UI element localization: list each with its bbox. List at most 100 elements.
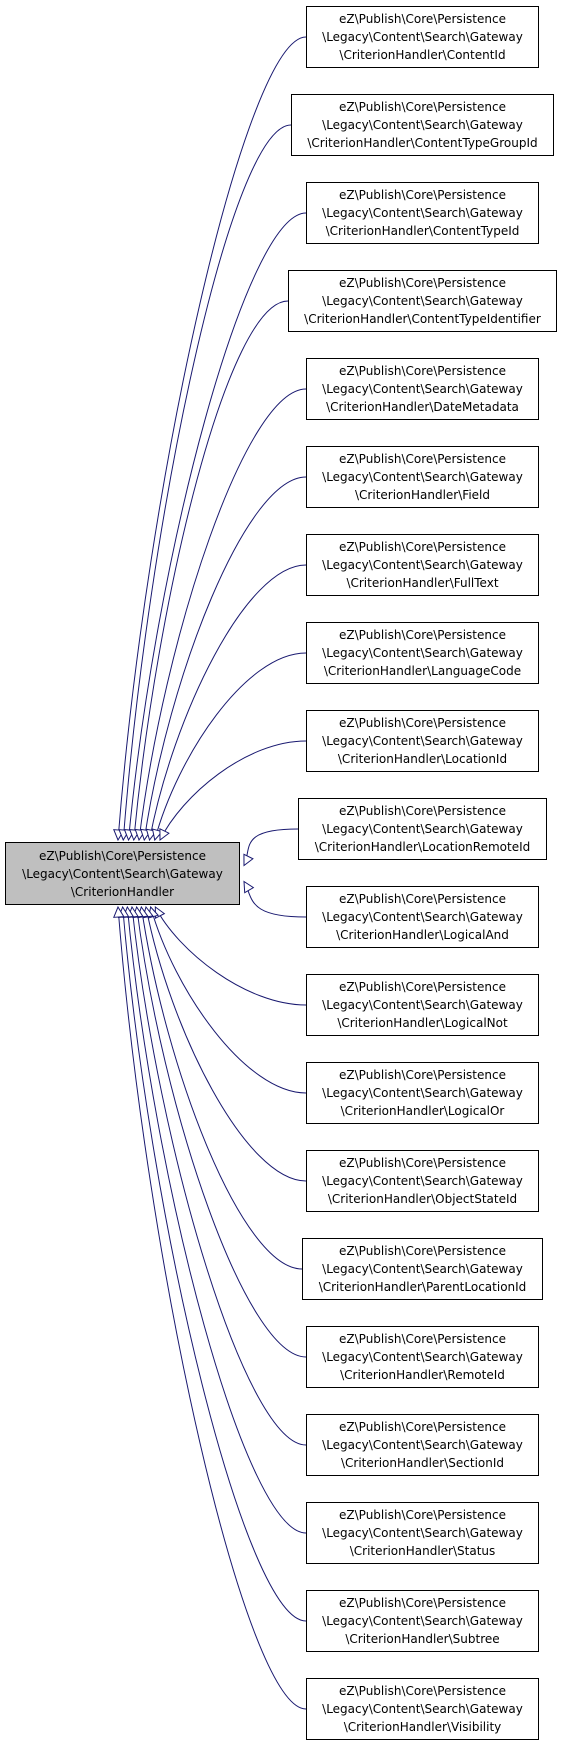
class-label-line-1: eZ\Publish\Core\Persistence (339, 364, 506, 378)
class-label-line-3: \CriterionHandler\LogicalAnd (336, 928, 509, 942)
class-label-line-2: \Legacy\Content\Search\Gateway (322, 1614, 523, 1628)
inheritance-edge (133, 300, 289, 841)
class-label-line-3: \CriterionHandler\LogicalNot (337, 1016, 508, 1030)
class-node-visibility[interactable]: eZ\Publish\Core\Persistence \Legacy\Conte… (306, 1678, 539, 1740)
class-label-line-2: \Legacy\Content\Search\Gateway (322, 998, 523, 1012)
class-label-line-3: \CriterionHandler\ParentLocationId (318, 1280, 527, 1294)
class-label-line-3: \CriterionHandler\ContentTypeIdentifier (304, 312, 541, 326)
class-label-line-1: eZ\Publish\Core\Persistence (339, 1420, 506, 1434)
class-label-line-1: eZ\Publish\Core\Persistence (339, 716, 506, 730)
class-node-content-id[interactable]: eZ\Publish\Core\Persistence \Legacy\Conte… (306, 6, 539, 68)
class-node-logical-or[interactable]: eZ\Publish\Core\Persistence \Legacy\Conte… (306, 1062, 539, 1124)
class-label-line-1: eZ\Publish\Core\Persistence (339, 452, 506, 466)
inheritance-arrowhead (159, 828, 170, 842)
class-label-line-1: eZ\Publish\Core\Persistence (339, 980, 506, 994)
class-node-parent-location-id[interactable]: eZ\Publish\Core\Persistence \Legacy\Conte… (302, 1238, 543, 1300)
class-node-location-id[interactable]: eZ\Publish\Core\Persistence\Legacy\Conte… (306, 710, 539, 772)
class-label-line-2: \Legacy\Content\Search\Gateway (322, 1262, 523, 1276)
class-label-line-2: \Legacy\Content\Search\Gateway (322, 1702, 523, 1716)
class-node-content-type-identifier[interactable]: eZ\Publish\Core\Persistence \Legacy\Conte… (288, 270, 557, 332)
class-label-line-2: \Legacy\Content\Search\Gateway (322, 206, 523, 220)
inheritance-arrowhead (243, 880, 255, 894)
class-label-line-3: \CriterionHandler\DateMetadata (326, 400, 519, 414)
class-label-line-3: \CriterionHandler\Status (349, 1544, 496, 1558)
class-label-line-1: eZ\Publish\Core\Persistence (339, 628, 506, 642)
inheritance-edge (154, 906, 307, 1006)
class-node-remote-id[interactable]: eZ\Publish\Core\Persistence \Legacy\Conte… (306, 1326, 539, 1388)
class-node-date-metadata[interactable]: eZ\Publish\Core\Persistence \Legacy\Conte… (306, 358, 539, 420)
class-label-line-2: \Legacy\Content\Search\Gateway (322, 118, 523, 132)
inheritance-edge (122, 124, 292, 841)
inheritance-edge (149, 564, 307, 841)
class-label-line-3: \CriterionHandler\LocationRemoteId (314, 840, 531, 854)
class-label-line-1: eZ\Publish\Core\Persistence (339, 1156, 506, 1170)
class-label-line-2: \Legacy\Content\Search\Gateway (322, 558, 523, 572)
class-label-line-1: eZ\Publish\Core\Persistence (339, 1596, 506, 1610)
class-label-line-2: \Legacy\Content\Search\Gateway (322, 822, 523, 836)
class-node-logical-and[interactable]: eZ\Publish\Core\Persistence \Legacy\Conte… (306, 886, 539, 948)
class-label-line-2: \Legacy\Content\Search\Gateway (322, 646, 523, 660)
class-label-line-2: \Legacy\Content\Search\Gateway (322, 30, 523, 44)
inheritance-edge (243, 881, 307, 918)
class-label-line-2: \Legacy\Content\Search\Gateway (322, 470, 523, 484)
inheritance-edge (136, 906, 307, 1358)
class-node-location-remote-id[interactable]: eZ\Publish\Core\Persistence \Legacy\Conte… (298, 798, 547, 860)
class-label-line-1: eZ\Publish\Core\Persistence (339, 892, 506, 906)
class-label-line-3: \CriterionHandler\FullText (346, 576, 499, 590)
inheritance-edge (154, 652, 307, 841)
inheritance-edge (128, 212, 307, 841)
class-node-language-code[interactable]: eZ\Publish\Core\Persistence \Legacy\Conte… (306, 622, 539, 684)
class-label-line-1: eZ\Publish\Core\Persistence (339, 188, 506, 202)
class-node-full-text[interactable]: eZ\Publish\Core\Persistence \Legacy\Conte… (306, 534, 539, 596)
class-node-section-id[interactable]: eZ\Publish\Core\Persistence \Legacy\Conte… (306, 1414, 539, 1476)
inheritance-edge (126, 906, 307, 1534)
class-label-line-1: eZ\Publish\Core\Persistence (339, 12, 506, 26)
class-label-line-2: \Legacy\Content\Search\Gateway (322, 294, 523, 308)
class-label-line-2: \Legacy\Content\Search\Gateway (322, 1526, 523, 1540)
class-node-content-type-id[interactable]: eZ\Publish\Core\Persistence \Legacy\Conte… (306, 182, 539, 244)
class-label-line-3: \CriterionHandler\ObjectStateId (327, 1192, 518, 1206)
inheritance-edge (145, 906, 307, 1182)
class-label-line-1: eZ\Publish\Core\Persistence (339, 1684, 506, 1698)
class-label-line-3: \CriterionHandler\Subtree (345, 1632, 500, 1646)
class-label-line-2: \Legacy\Content\Search\Gateway (322, 910, 523, 924)
inheritance-arrowhead (113, 905, 125, 918)
class-node-status[interactable]: eZ\Publish\Core\Persistence\Legacy\Conte… (306, 1502, 539, 1564)
class-label-line-2: \Legacy\Content\Search\Gateway (322, 1438, 523, 1452)
class-label-line-1: eZ\Publish\Core\Persistence (339, 540, 506, 554)
inheritance-edge (143, 476, 307, 841)
class-node-subtree[interactable]: eZ\Publish\Core\Persistence \Legacy\Conte… (306, 1590, 539, 1652)
class-label-line-3: \CriterionHandler\ContentId (339, 48, 506, 62)
class-label-line-2: \Legacy\Content\Search\Gateway (322, 1350, 523, 1364)
class-label-line-1: eZ\Publish\Core\Persistence (339, 1332, 506, 1346)
class-label-line-2: \Legacy\Content\Search\Gateway (322, 1086, 523, 1100)
class-label-line-1: eZ\Publish\Core\Persistence (339, 100, 506, 114)
inheritance-edge (243, 828, 299, 866)
class-label-line-1: eZ\Publish\Core\Persistence (339, 804, 506, 818)
inheritance-edge (138, 388, 307, 841)
inheritance-edge (122, 906, 307, 1622)
class-label-line-3: \CriterionHandler\Visibility (343, 1720, 502, 1734)
class-node-field[interactable]: eZ\Publish\Core\Persistence \Legacy\Conte… (306, 446, 539, 508)
class-label-line-1: eZ\Publish\Core\Persistence (339, 1068, 506, 1082)
inheritance-edge (140, 906, 303, 1270)
class-node-content-type-group-id[interactable]: eZ\Publish\Core\Persistence \Legacy\Conte… (291, 94, 554, 156)
class-label-line-3: \CriterionHandler\SectionId (340, 1456, 505, 1470)
class-label-line-2: \Legacy\Content\Search\Gateway (322, 382, 523, 396)
base-class-node[interactable]: eZ\Publish\Core\Persistence \Legacy\Cont… (5, 842, 240, 905)
class-label-line-2: \Legacy\Content\Search\Gateway (322, 1174, 523, 1188)
inheritance-edge (150, 906, 307, 1094)
class-node-logical-not[interactable]: eZ\Publish\Core\Persistence \Legacy\Conte… (306, 974, 539, 1036)
class-node-object-state-id[interactable]: eZ\Publish\Core\Persistence \Legacy\Conte… (306, 1150, 539, 1212)
inheritance-edge (131, 906, 307, 1446)
class-label-line-3: \CriterionHandler\ContentTypeId (325, 224, 520, 238)
class-label-line-1: eZ\Publish\Core\Persistence (339, 1244, 506, 1258)
class-label-line-3: \CriterionHandler\LanguageCode (323, 664, 522, 678)
inheritance-arrowhead (243, 853, 254, 867)
inheritance-arrowhead (154, 906, 166, 919)
class-label-line-1: eZ\Publish\Core\Persistence (339, 276, 506, 290)
inheritance-edge (159, 740, 307, 841)
class-label-line-3: \CriterionHandler\LocationId (337, 752, 508, 766)
